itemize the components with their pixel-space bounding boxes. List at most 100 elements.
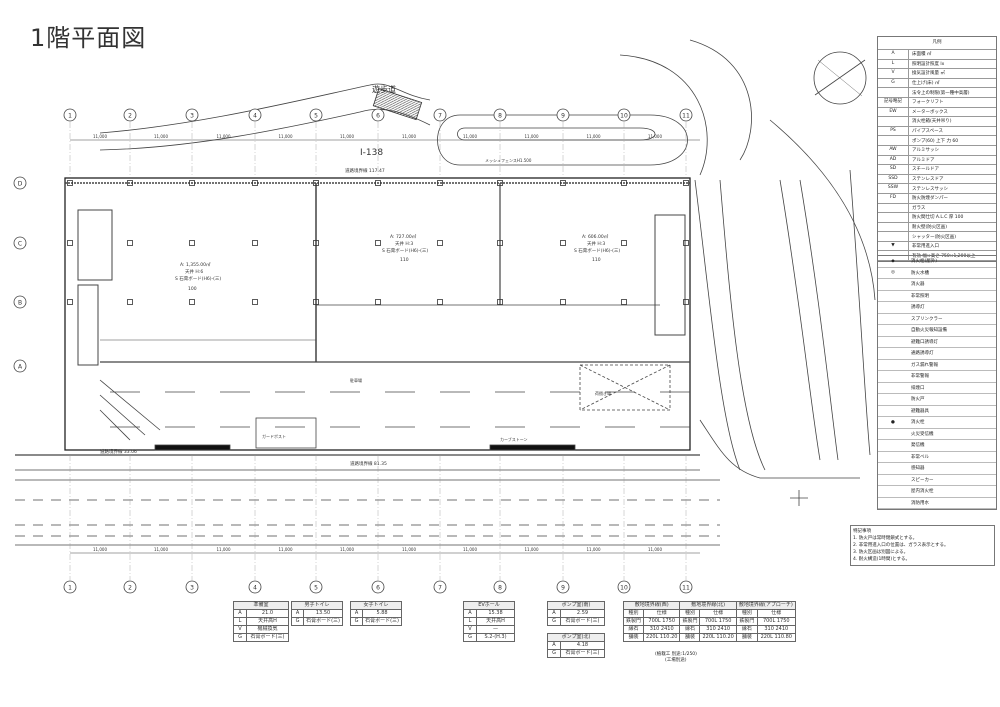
dimension-label: 11,000 [648, 547, 662, 552]
grid-column-label: 3 [190, 113, 194, 120]
legend-text: アルミドア [912, 157, 935, 163]
room-table-key: G [349, 617, 364, 626]
structural-column [67, 299, 73, 305]
walkway-hatch [372, 88, 423, 121]
boundary-cell: 縁石 [679, 625, 701, 634]
grid-column-marker: 5 [309, 108, 323, 122]
room-table-title: ポンプ室(南) [547, 601, 605, 610]
legend-item: 火災受信機 [878, 429, 996, 440]
legend-text: メーターボックス [912, 109, 948, 115]
structural-column [621, 240, 627, 246]
boundary-subheader: 種別 [622, 609, 645, 618]
legend-item: 感知器 [878, 463, 996, 475]
legend-text: 発信機 [911, 443, 925, 449]
ramp-line [99, 394, 146, 436]
legend-item: 消火器 [878, 279, 996, 291]
legend-item: 非常照明 [878, 291, 996, 302]
structural-column [375, 180, 381, 186]
grid-column-marker: 1 [63, 108, 77, 122]
legend-text: フォークリフト [912, 100, 944, 106]
grid-column-label: 1 [68, 113, 72, 120]
legend-text: ステンレスサッシ [912, 186, 948, 192]
boundary-header: 敷地境界線(アプローチ) [735, 601, 796, 610]
boundary-cell: 700L 1750 [699, 617, 737, 626]
structural-column [127, 180, 133, 186]
room-table-key: L [463, 617, 477, 626]
boundary-cell: 310 2410 [756, 625, 796, 634]
legend-symbol: AD [878, 155, 909, 165]
building-outline [64, 177, 691, 451]
room-tag: 100 [188, 286, 197, 292]
room-table-title: 準備室 [233, 601, 289, 610]
room-table-key: G [463, 633, 477, 642]
structural-column [497, 240, 503, 246]
boundary-cell: 220L 110.20 [699, 633, 737, 642]
boundary-subheader: 仕様 [699, 609, 737, 618]
structural-column [313, 180, 319, 186]
grid-column-label: 5 [314, 113, 318, 120]
boundary-header: 敷地境界線(西) [622, 601, 681, 610]
grid-column-marker: 9 [556, 108, 570, 122]
legend-text: 通路誘導灯 [911, 351, 934, 357]
room-table-title: EVホール [463, 601, 515, 610]
legend-text: 床面積 ㎡ [912, 52, 932, 58]
dimension-label: 11,000 [154, 134, 168, 139]
boundary-header: 敷地境界線(北) [679, 601, 737, 610]
legend-text: 非常照明 [911, 293, 929, 299]
legend-symbol: ◆ [891, 258, 895, 264]
legend-text: 法令上の制限(第一種中高層) [912, 90, 970, 96]
road-east-6 [769, 119, 876, 301]
grid-column-marker: 1 [63, 580, 77, 594]
dimension-label: 11,000 [217, 134, 231, 139]
boundary-cell: 舗装 [735, 633, 758, 642]
dimension-label: 11,000 [587, 547, 601, 552]
legend-symbol: SSD [878, 174, 909, 184]
room-table-key: A [463, 609, 477, 618]
boundary-north: 道路境界線 117.47 [345, 167, 385, 174]
legend-item: 通路誘導灯 [878, 348, 996, 360]
legend-item: ◆消火栓(屋外) [878, 256, 996, 268]
road-curve-ne [619, 54, 708, 176]
legend-item: 耐火壁(防火区画) [878, 222, 996, 233]
parking-label: 駐車場 [350, 377, 362, 383]
grid-column-label: 10 [620, 585, 628, 592]
legend-symbol: ● [891, 419, 895, 425]
legend-item: シャッター(防火区画) [878, 232, 996, 242]
legend-item: 消防用水 [878, 498, 996, 509]
legend-symbol: L [878, 59, 909, 69]
structural-column [252, 299, 258, 305]
boundary-cell: 700L 1750 [756, 617, 796, 626]
legend-symbol [878, 213, 909, 222]
loop-road-outer [437, 114, 688, 166]
road-east-2 [719, 179, 766, 471]
legend-text: 避難口誘導灯 [911, 339, 938, 345]
legend-symbol: 記号略記 [878, 97, 909, 107]
legend-text: 耐火壁(防火区画) [912, 224, 948, 230]
room-ceiling: 天井 H:6 [185, 268, 203, 275]
structural-column [497, 299, 503, 305]
grid-column-marker: 6 [371, 108, 385, 122]
legend-item: 自動火災報知設備 [878, 325, 996, 337]
legend-text: 火災受信機 [911, 431, 934, 437]
grid-column-label: 9 [561, 585, 565, 592]
boundary-note-2: (工場別途) [665, 658, 687, 663]
boundary-cell: 縁石 [622, 625, 645, 634]
room-table-key: A [290, 609, 305, 618]
grid-column-label: 6 [376, 113, 380, 120]
structural-column [437, 180, 443, 186]
canopy [579, 364, 671, 411]
structural-column [683, 240, 689, 246]
room-table-value: 石膏ボード(三) [246, 633, 289, 642]
note-line: 4. 耐火構造(1時間)とする。 [853, 557, 910, 562]
grid-column-marker: 7 [433, 108, 447, 122]
boundary-subheader: 種別 [735, 609, 758, 618]
legend-symbol [878, 203, 909, 213]
legend-text: 換気設計風量 ㎥ [912, 71, 945, 77]
boundary-cell: 舗装 [622, 633, 645, 642]
note-line: 2. 非常用進入口の位置は、ガラス表示とする。 [853, 543, 949, 548]
legend-text: 照明設計照度 lx [912, 61, 945, 67]
